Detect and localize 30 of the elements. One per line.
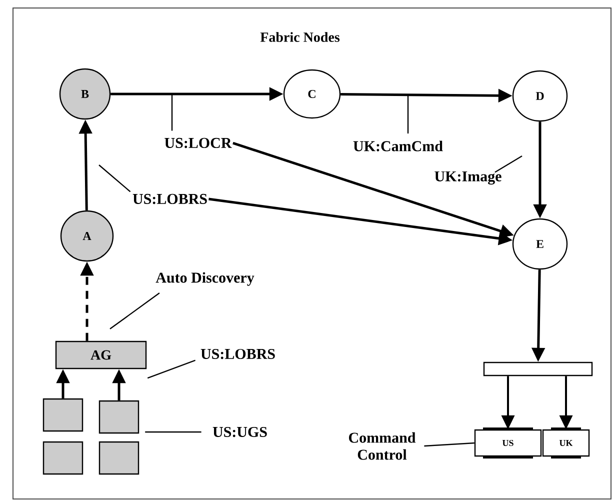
leader-line [98,164,131,192]
leader-line [147,360,196,379]
diagram-title: Fabric Nodes [260,32,340,42]
label-text: UK:CamCmd [353,140,443,152]
label-text: US:UGS [212,426,267,438]
square-box [42,441,84,475]
bar [483,362,593,376]
leader-line [171,94,173,131]
leader-line [424,442,474,447]
label-text: UK:Image [434,171,502,185]
circle-node: B [59,68,111,120]
square-box [98,400,140,434]
square-box [42,398,84,432]
label-text: Command Control [348,432,416,460]
circle-node: D [512,70,568,122]
label-text: Auto Discovery [156,272,254,286]
circle-node: C [283,69,341,119]
square-box [98,441,140,475]
process-box: AG [55,340,147,370]
terminal-box: US [474,428,542,458]
leader-line [110,292,160,330]
label-text: US:LOBRS [132,194,207,204]
leader-line [494,155,522,173]
label-text: US:LOBRS [200,348,275,360]
leader-line [407,94,409,134]
circle-node: A [60,210,114,262]
leader-line [145,431,202,433]
label-text: US:LOCR [164,138,232,148]
terminal-box: UK [542,428,590,458]
circle-node: E [512,218,568,270]
